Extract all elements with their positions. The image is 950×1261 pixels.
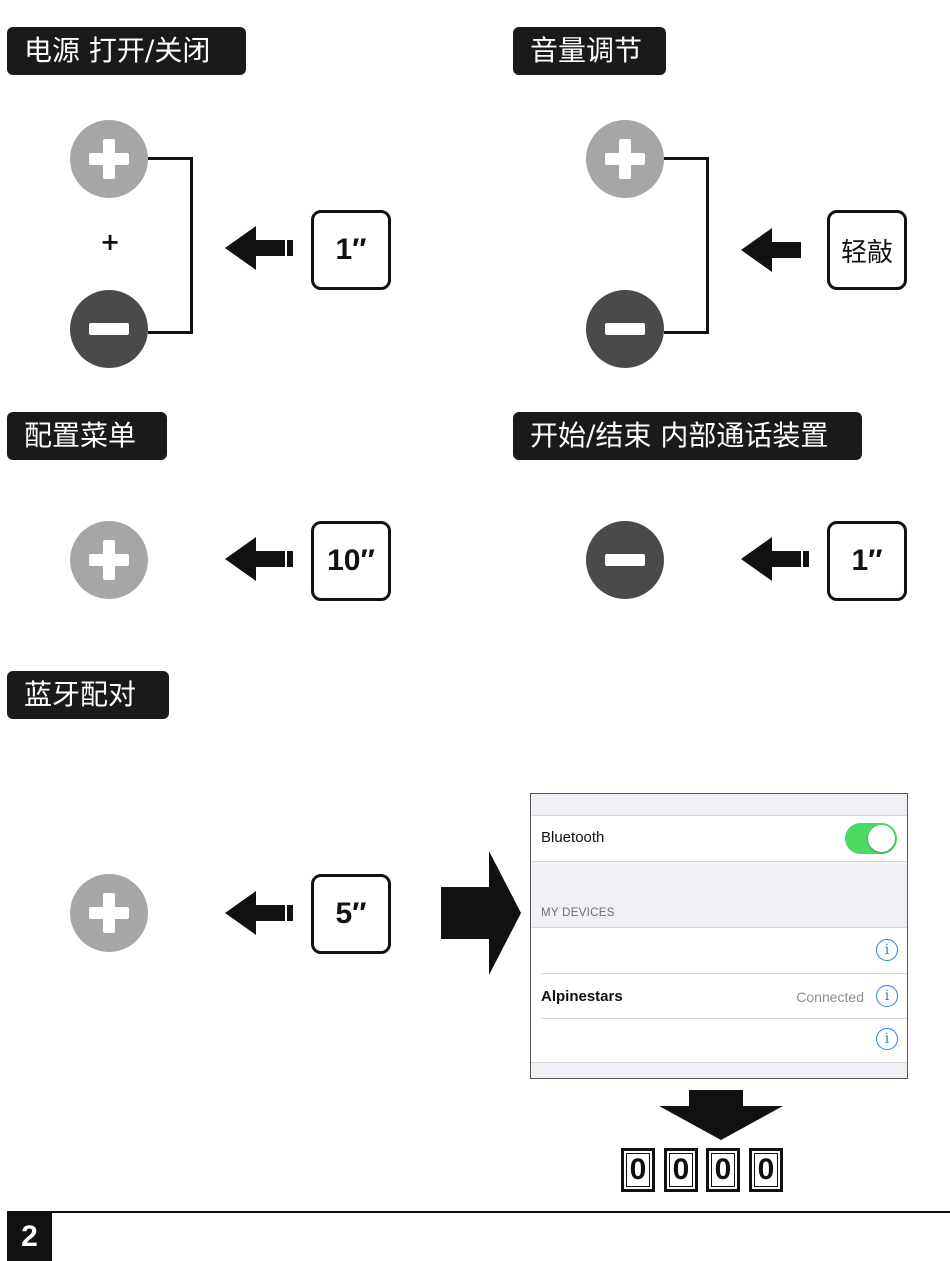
toggle-knob [868,825,895,852]
down-arrow-icon [659,1090,783,1140]
duration-box: 1″ [827,521,907,601]
left-arrow-icon [225,888,295,938]
pin-digit: 0 [621,1148,655,1192]
plus-button-icon [70,874,148,952]
left-arrow-icon [225,223,295,273]
info-icon[interactable]: i [876,939,898,961]
bracket-line [148,157,193,334]
tap-box: 轻敲 [827,210,907,290]
device-row[interactable]: Alpinestars Connected i [531,974,907,1018]
duration-box: 1″ [311,210,391,290]
section-title-power: 电源 打开/关闭 [7,27,246,75]
duration-box: 5″ [311,874,391,954]
page-number: 2 [7,1213,52,1261]
section-header: MY DEVICES [541,907,615,919]
left-arrow-icon [741,225,811,275]
info-icon[interactable]: i [876,1028,898,1050]
bluetooth-toggle[interactable] [845,823,897,854]
device-name: Alpinestars [541,988,623,1005]
device-status: Connected [796,989,864,1005]
plus-button-icon [586,120,664,198]
footer-rule [7,1211,950,1213]
minus-button-icon [586,521,664,599]
bracket-line [664,157,709,334]
info-icon[interactable]: i [876,985,898,1007]
minus-button-icon [586,290,664,368]
plus-button-icon [70,120,148,198]
minus-button-icon [70,290,148,368]
phone-bluetooth-screen: Bluetooth MY DEVICES i Alpinestars Conne… [530,793,908,1079]
left-arrow-icon [225,534,295,584]
duration-box: 10″ [311,521,391,601]
section-title-intercom: 开始/结束 内部通话装置 [513,412,862,460]
big-right-arrow-icon [441,851,521,975]
bluetooth-label: Bluetooth [541,829,604,846]
pin-digit: 0 [706,1148,740,1192]
combo-plus-sign: + [100,228,120,256]
devices-list: i Alpinestars Connected i i [531,927,907,1063]
left-arrow-icon [741,534,811,584]
section-title-config: 配置菜单 [7,412,167,460]
bluetooth-row: Bluetooth [531,815,907,862]
device-row[interactable]: i [531,928,907,973]
plus-button-icon [70,521,148,599]
device-row[interactable]: i [531,1019,907,1062]
section-title-volume: 音量调节 [513,27,666,75]
pin-digit: 0 [664,1148,698,1192]
pin-digit: 0 [749,1148,783,1192]
section-title-pairing: 蓝牙配对 [7,671,169,719]
